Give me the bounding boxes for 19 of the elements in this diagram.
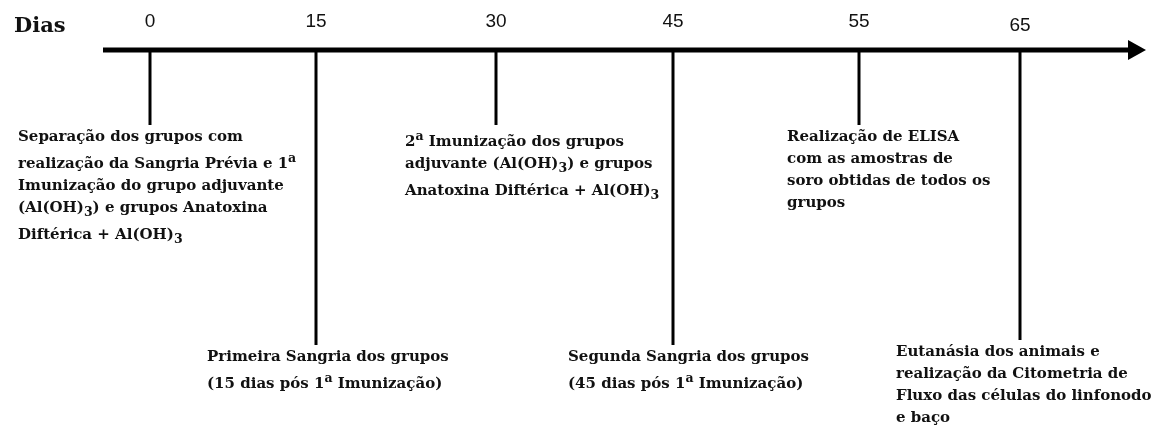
- event-text: Primeira Sangria dos grupos (15 dias pós 1$^{a}$ Imunização): [207, 345, 477, 394]
- leader-line: [314, 52, 318, 345]
- event-text: Realização de ELISA com as amostras de soro obtidas de todos os grupos: [787, 125, 992, 213]
- event-text: Eutanásia dos animais e realização da Citometria de Fluxo das células do linfonodo e baço: [896, 340, 1164, 428]
- leader-line: [1018, 52, 1022, 340]
- leader-line: [494, 52, 498, 125]
- tick-label: 0: [144, 10, 156, 32]
- tick-label: 30: [485, 10, 507, 32]
- tick-label: 55: [848, 10, 870, 32]
- event-text: Segunda Sangria dos grupos (45 dias pós 1$^{a}$ Imunização): [568, 345, 823, 394]
- leader-line: [671, 52, 675, 345]
- tick-label: 15: [305, 10, 327, 32]
- event-text: Separação dos grupos com realização da Sangria Prévia e 1$^{a}$ Imunização do grupo adjuvante (Al(OH)$_{3}$) e grupos Anatoxina Diftérica + Al(OH)$_{3}$: [18, 125, 318, 250]
- tick-label: 45: [662, 10, 684, 32]
- axis-title: Dias: [14, 12, 66, 37]
- event-text: 2$^{a}$ Imunização dos grupos adjuvante (Al(OH)$_{3}$) e grupos Anatoxina Diftérica + Al(OH)$_{3}$: [405, 125, 660, 206]
- tick-label: 65: [1009, 14, 1031, 36]
- leader-line: [148, 52, 152, 125]
- leader-line: [857, 52, 861, 125]
